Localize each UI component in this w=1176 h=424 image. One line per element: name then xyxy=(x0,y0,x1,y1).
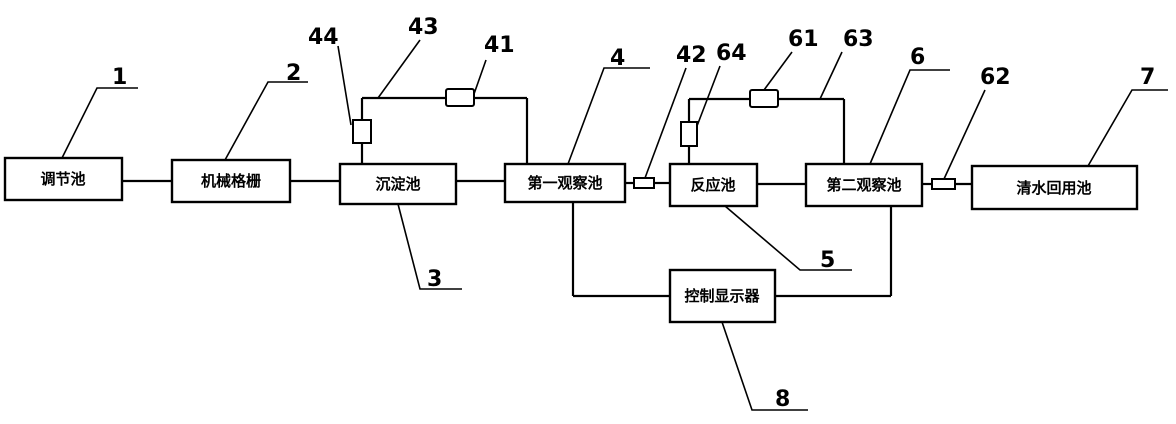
label-42: 42 xyxy=(676,43,707,68)
label-41: 41 xyxy=(484,33,515,58)
bypass-pipe-43 xyxy=(360,96,529,164)
valve-41 xyxy=(445,88,475,107)
label-8: 8 xyxy=(775,387,790,412)
box-label: 调节池 xyxy=(40,170,85,188)
box-guancha2: 第二观察池 xyxy=(804,162,924,208)
box-label: 反应池 xyxy=(690,176,735,194)
label-7: 7 xyxy=(1140,65,1155,90)
box-label: 第二观察池 xyxy=(826,176,901,194)
box-kongzhi: 控制显示器 xyxy=(668,268,777,324)
label-64: 64 xyxy=(716,41,747,66)
box-chendian: 沉淀池 xyxy=(338,162,458,206)
label-4: 4 xyxy=(610,46,625,71)
box-label: 控制显示器 xyxy=(684,287,760,305)
leader-lines xyxy=(61,39,1168,411)
control-lines xyxy=(571,202,893,298)
sensor-42 xyxy=(633,177,655,189)
box-jixie: 机械格栅 xyxy=(170,158,292,204)
valve-61 xyxy=(749,89,779,108)
label-3: 3 xyxy=(427,267,442,292)
label-2: 2 xyxy=(286,61,301,86)
valve-64 xyxy=(680,121,698,147)
label-61: 61 xyxy=(788,27,819,52)
valve-44 xyxy=(352,119,372,144)
label-5: 5 xyxy=(820,248,835,273)
label-43: 43 xyxy=(408,15,439,40)
box-label: 沉淀池 xyxy=(375,175,420,193)
label-6: 6 xyxy=(910,45,925,70)
label-63: 63 xyxy=(843,27,874,52)
box-label: 机械格栅 xyxy=(201,172,261,190)
box-label: 第一观察池 xyxy=(527,174,602,192)
box-guancha1: 第一观察池 xyxy=(503,162,627,204)
label-44: 44 xyxy=(308,25,339,50)
label-62: 62 xyxy=(980,65,1011,90)
main-flow-lines xyxy=(122,179,972,186)
box-tiaojiechi: 调节池 xyxy=(3,156,124,202)
label-1: 1 xyxy=(112,65,127,90)
box-fanying: 反应池 xyxy=(668,162,759,208)
box-label: 清水回用池 xyxy=(1016,179,1091,197)
box-qingshui: 清水回用池 xyxy=(970,164,1139,211)
sensor-62 xyxy=(931,178,956,190)
bypass-pipe-63 xyxy=(687,97,846,164)
